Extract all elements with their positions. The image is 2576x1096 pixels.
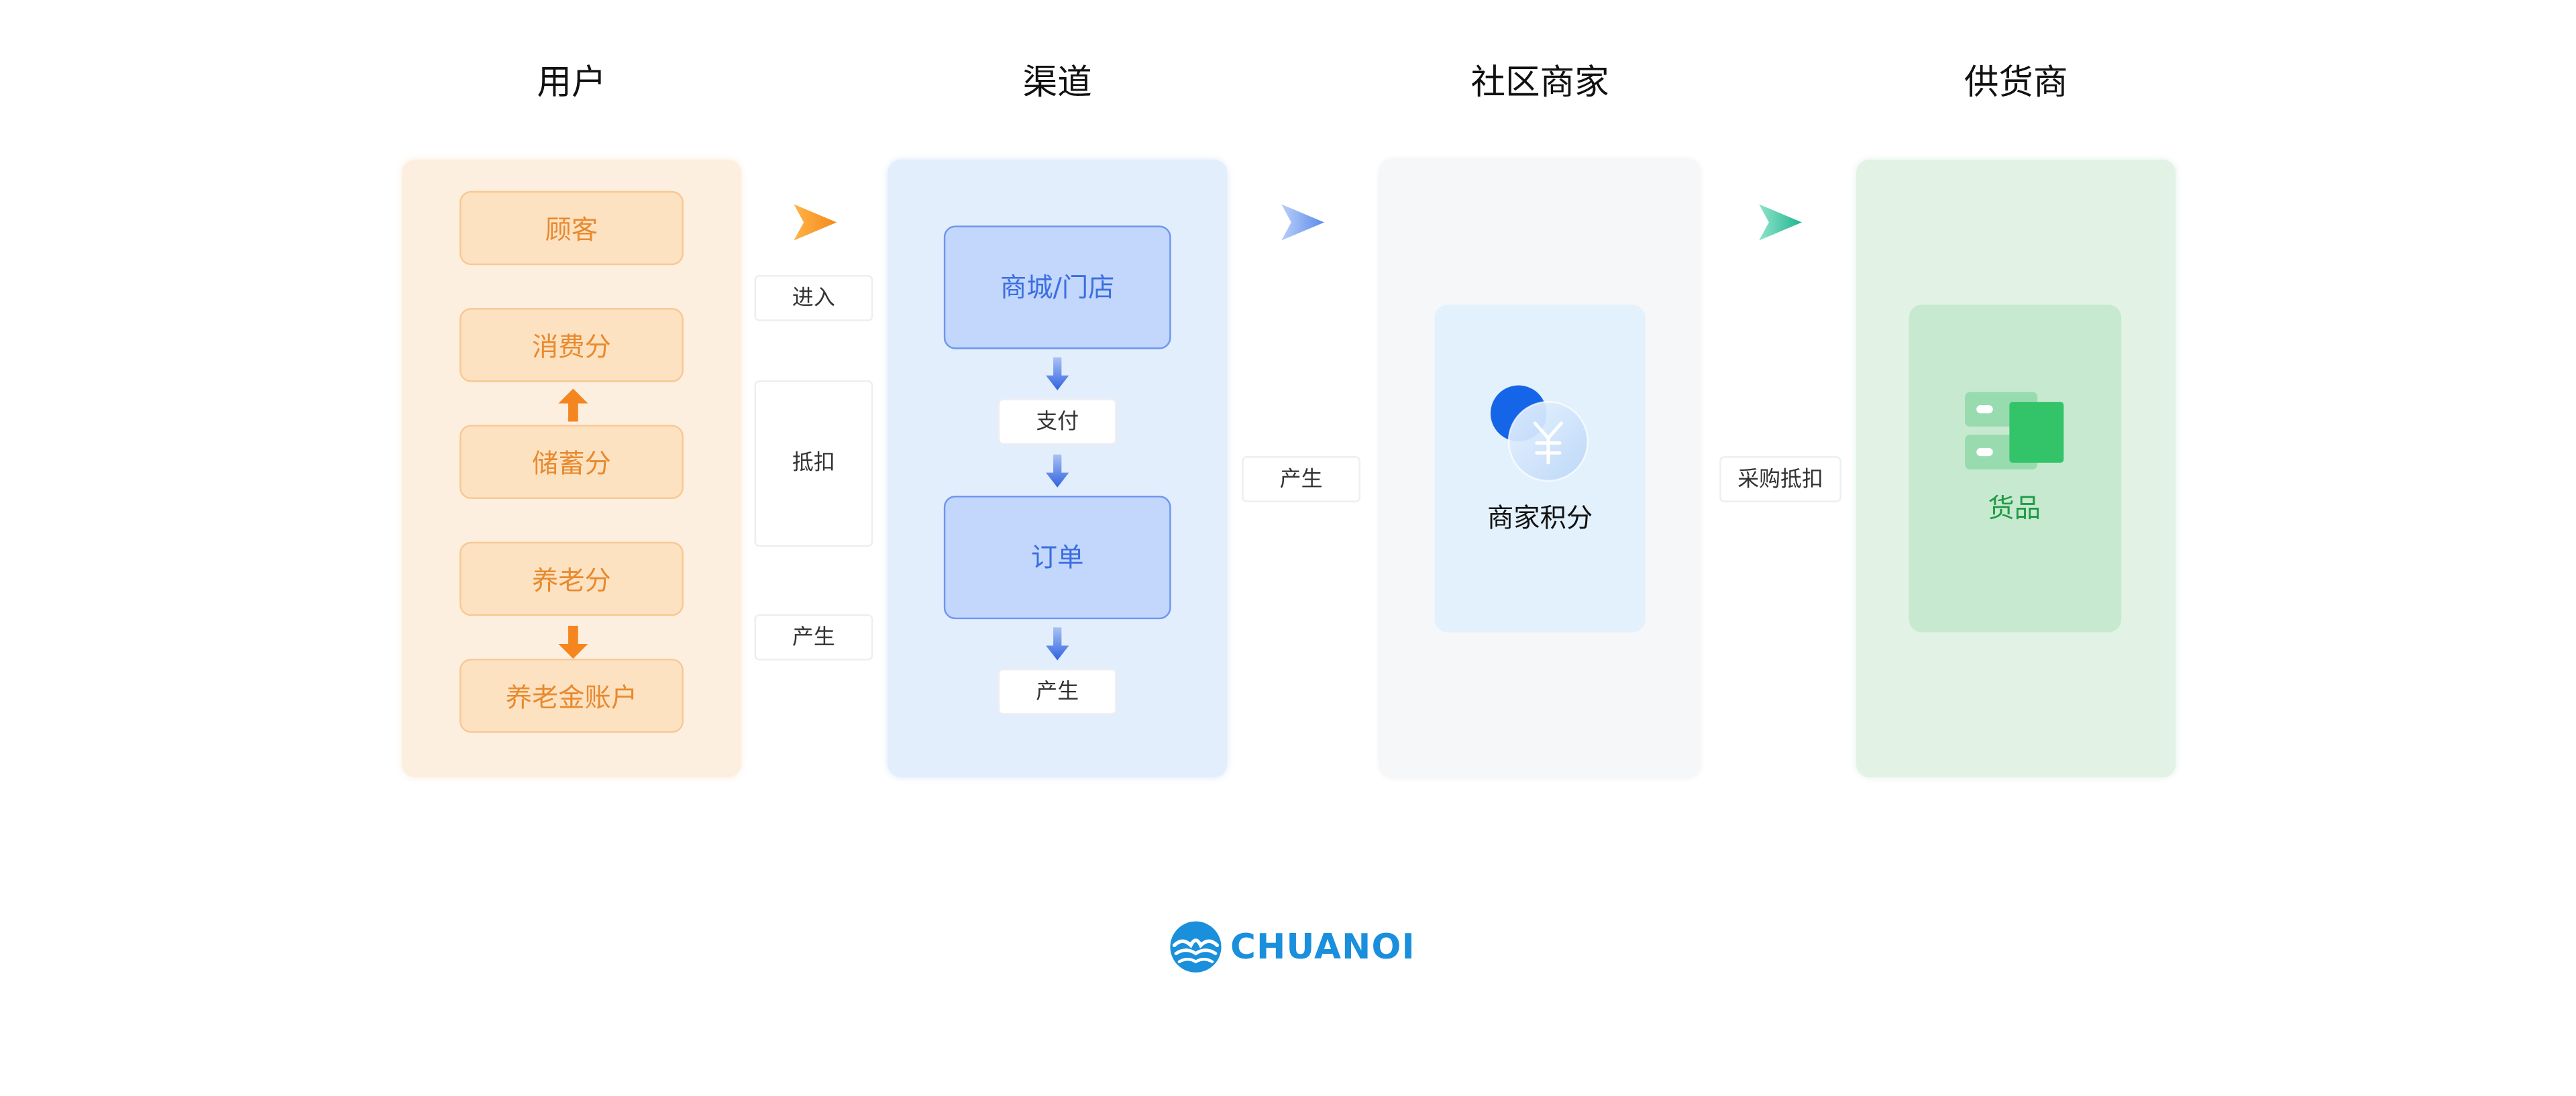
- channel-label-produce: 产生: [998, 668, 1117, 715]
- merchant-points-label: 商家积分: [1487, 502, 1593, 534]
- channel-box-store: 商城/门店: [943, 225, 1171, 349]
- logo-text: CHUANOI: [1230, 927, 1415, 967]
- arrow-up-icon: [558, 388, 588, 422]
- arrow-down-icon: [1046, 454, 1069, 488]
- flow-label-channel-to-merchant: 产生: [1242, 456, 1360, 502]
- arrow-down-icon: [1046, 357, 1069, 390]
- flow-label-enter: 进入: [754, 275, 873, 321]
- column-title-merchant: 社区商家: [1470, 62, 1609, 103]
- yuan-coin-icon: [1490, 385, 1589, 482]
- user-box-savings-points: 储蓄分: [460, 425, 684, 499]
- flow-label-produce: 产生: [754, 614, 873, 661]
- flow-label-deduct: 抵扣: [754, 380, 873, 547]
- column-title-supplier: 供货商: [1964, 62, 2068, 103]
- user-box-pension-points: 养老分: [460, 541, 684, 616]
- column-title-channel: 渠道: [1022, 62, 1092, 103]
- goods-label: 货品: [1988, 492, 2041, 524]
- flow-label-purchase-deduct: 采购抵扣: [1719, 456, 1841, 502]
- channel-box-order: 订单: [943, 496, 1171, 620]
- user-box-consumption-points: 消费分: [460, 308, 684, 382]
- channel-label-pay: 支付: [998, 398, 1117, 445]
- user-box-pension-account: 养老金账户: [460, 659, 684, 733]
- waves-logo-icon: [1170, 921, 1222, 973]
- flow-arrow-icon-green: [1759, 204, 1802, 241]
- flow-arrow-icon-orange: [794, 204, 837, 241]
- column-title-user: 用户: [537, 62, 606, 103]
- flow-arrow-icon-blue: [1281, 204, 1324, 241]
- goods-icon: [1965, 392, 2064, 470]
- arrow-down-icon: [1046, 627, 1069, 661]
- arrow-down-icon: [558, 625, 588, 659]
- user-box-customer: 顾客: [460, 190, 684, 266]
